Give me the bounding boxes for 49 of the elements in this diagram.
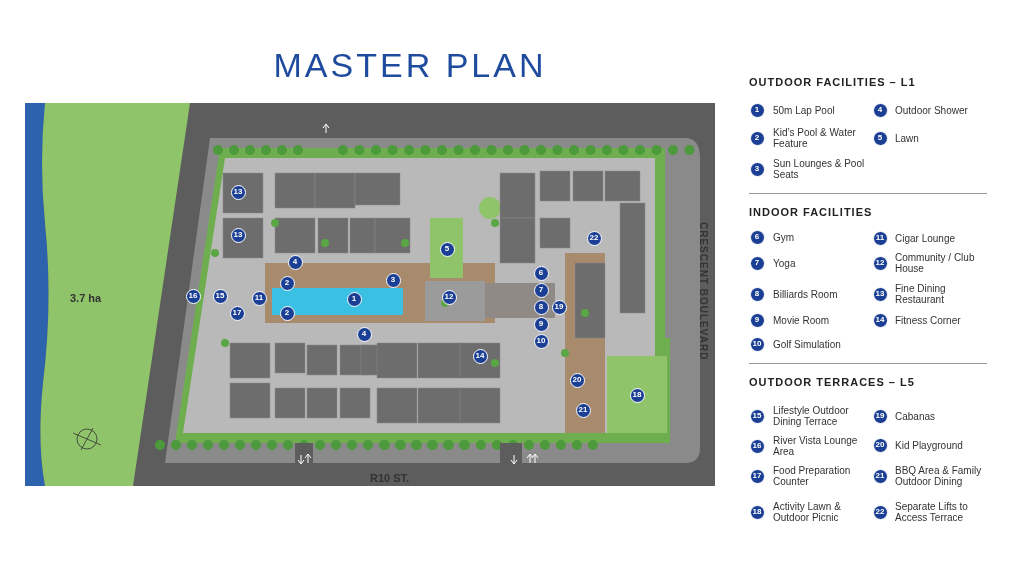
callout-number: 16 [749,438,765,454]
legend-text: Fine Dining Restaurant [895,283,947,305]
callout-number: 1 [749,102,765,118]
callout-number: 4 [872,102,888,118]
legend-text: Kid Playground [895,439,964,451]
legend-text: Community / Club House [895,252,976,274]
legend-text: Cabanas [895,410,937,422]
callout-number: 7 [749,255,765,271]
callout-number: 17 [749,468,765,484]
callout-number: 18 [749,504,765,520]
legend-text: Fitness Corner [895,314,962,326]
legend-text: Separate Lifts to Access Terrace [895,501,969,523]
callout-number: 10 [749,336,765,352]
legend-text: Sun Lounges & Pool Seats [773,158,866,180]
title: MASTER PLAN [272,48,548,82]
area-label: 3.7 ha [70,291,102,306]
callout-number: 15 [749,408,765,424]
legend-text: Lawn [895,132,920,144]
legend-text: Yoga [773,257,797,269]
callout-number: 19 [872,408,888,424]
callout-number: 12 [872,255,888,271]
legend-text: BBQ Area & Family Outdoor Dining [895,465,983,487]
callout-number: 20 [872,437,888,453]
legend-text: Golf Simulation [773,338,842,350]
legend-text: Kid’s Pool & Water Feature [773,127,857,149]
callout-number: 8 [749,286,765,302]
legend-text: Lifestyle Outdoor Dining Terrace [773,405,850,427]
legend-text: Gym [773,231,796,243]
section-heading: OUTDOOR FACILITIES – L1 [749,75,916,90]
callout-number: 3 [749,161,765,177]
callout-number: 11 [872,230,888,246]
legend-text: 50m Lap Pool [773,104,836,116]
legend-text: Cigar Lounge [895,232,957,244]
legend-text: Outdoor Shower [895,104,969,116]
callout-number: 5 [872,130,888,146]
legend-text: River Vista Lounge Area [773,435,859,457]
legend-text: Activity Lawn & Outdoor Picnic [773,501,842,523]
section-heading: OUTDOOR TERRACES – L5 [749,375,915,390]
legend-text: Billiards Room [773,288,839,300]
callout-number: 2 [749,130,765,146]
legend-text: Food Preparation Counter [773,465,852,487]
legend-text: Movie Room [773,314,831,326]
section-heading: INDOOR FACILITIES [749,205,873,220]
callout-number: 6 [749,229,765,245]
callout-number: 22 [872,504,888,520]
callout-number: 14 [872,312,888,328]
callout-number: 13 [872,286,888,302]
callout-number: 21 [872,468,888,484]
callout-number: 9 [749,312,765,328]
